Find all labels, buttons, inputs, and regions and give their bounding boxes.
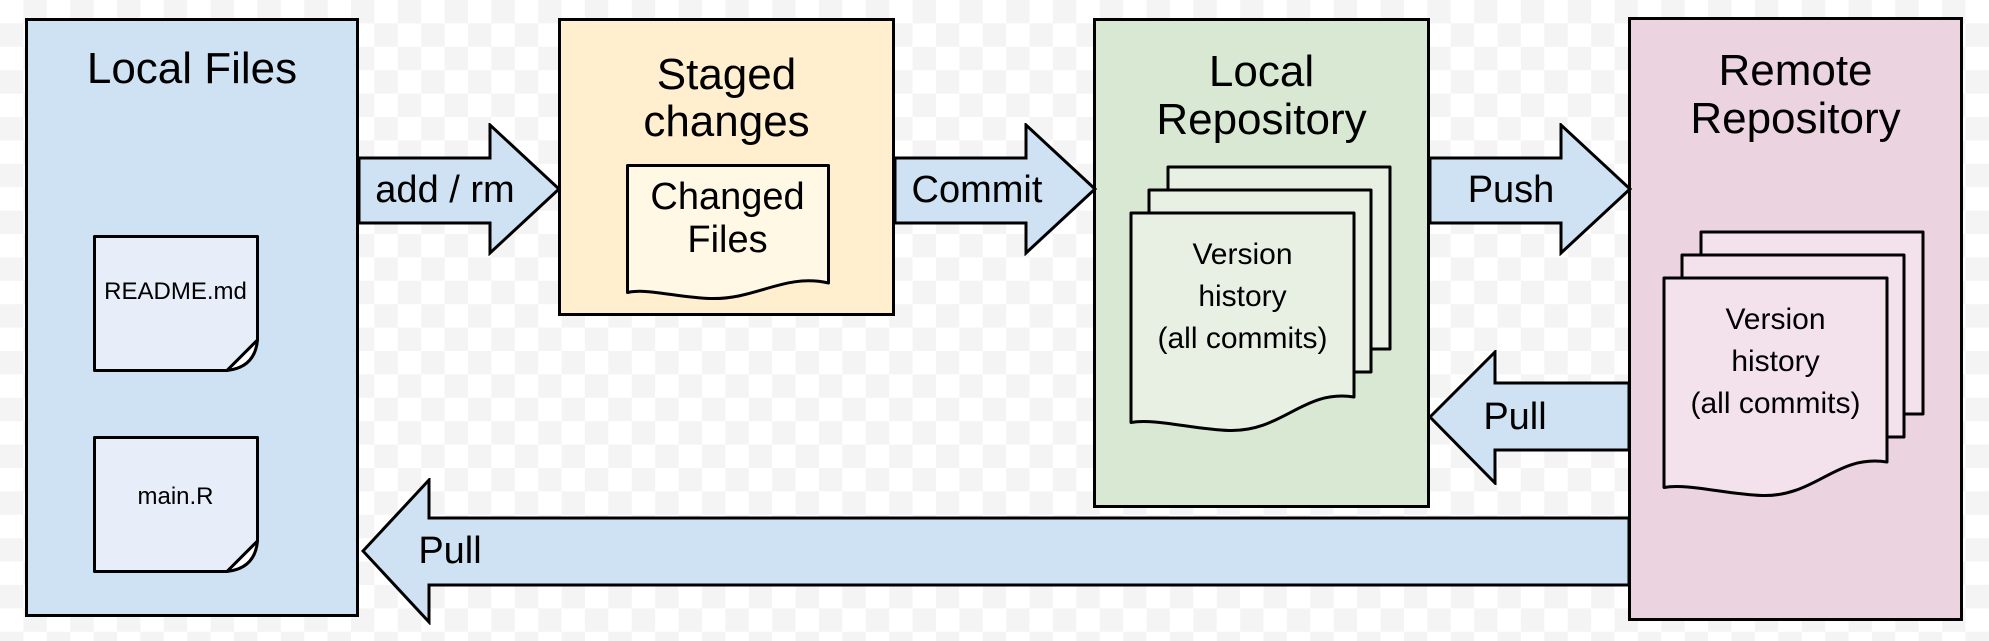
- remote-version-history-label: Version history (all commits): [1690, 303, 1861, 420]
- add-rm-arrow-icon: [357, 123, 562, 256]
- changed-files-label: Changed Files: [650, 176, 805, 261]
- pull-to-local-repo-arrow-icon: [1428, 350, 1631, 485]
- mainr-file-note-icon: [93, 436, 259, 573]
- readme-file-note-icon: [93, 235, 259, 372]
- push-arrow-icon: [1428, 123, 1633, 256]
- folded-corner: [225, 338, 259, 372]
- changed-files-document-icon: [626, 164, 830, 301]
- remote-version-history-stack-icon: [1662, 230, 1925, 498]
- remote-repository-title: Remote Repository: [1690, 46, 1901, 143]
- local-version-history-label: Version history (all commits): [1157, 238, 1328, 355]
- readme-file-label: README.md: [104, 278, 247, 305]
- folded-corner: [225, 539, 259, 573]
- mainr-file-label: main.R: [137, 483, 214, 510]
- pull-to-local-files-arrow-icon: [361, 478, 1631, 625]
- pull-to-local-files-arrow-label: Pull: [418, 530, 482, 572]
- staged-changes-title: Staged changes: [643, 50, 810, 146]
- local-repository-title: Local Repository: [1156, 47, 1367, 144]
- pull-to-local-repo-arrow-label: Pull: [1483, 396, 1547, 438]
- commit-arrow-label: Commit: [911, 169, 1043, 211]
- local-files-title: Local Files: [86, 44, 298, 93]
- push-arrow-label: Push: [1467, 169, 1555, 211]
- local-version-history-stack-icon: [1129, 165, 1392, 433]
- commit-arrow-icon: [893, 123, 1098, 256]
- add-rm-arrow-label: add / rm: [375, 169, 515, 211]
